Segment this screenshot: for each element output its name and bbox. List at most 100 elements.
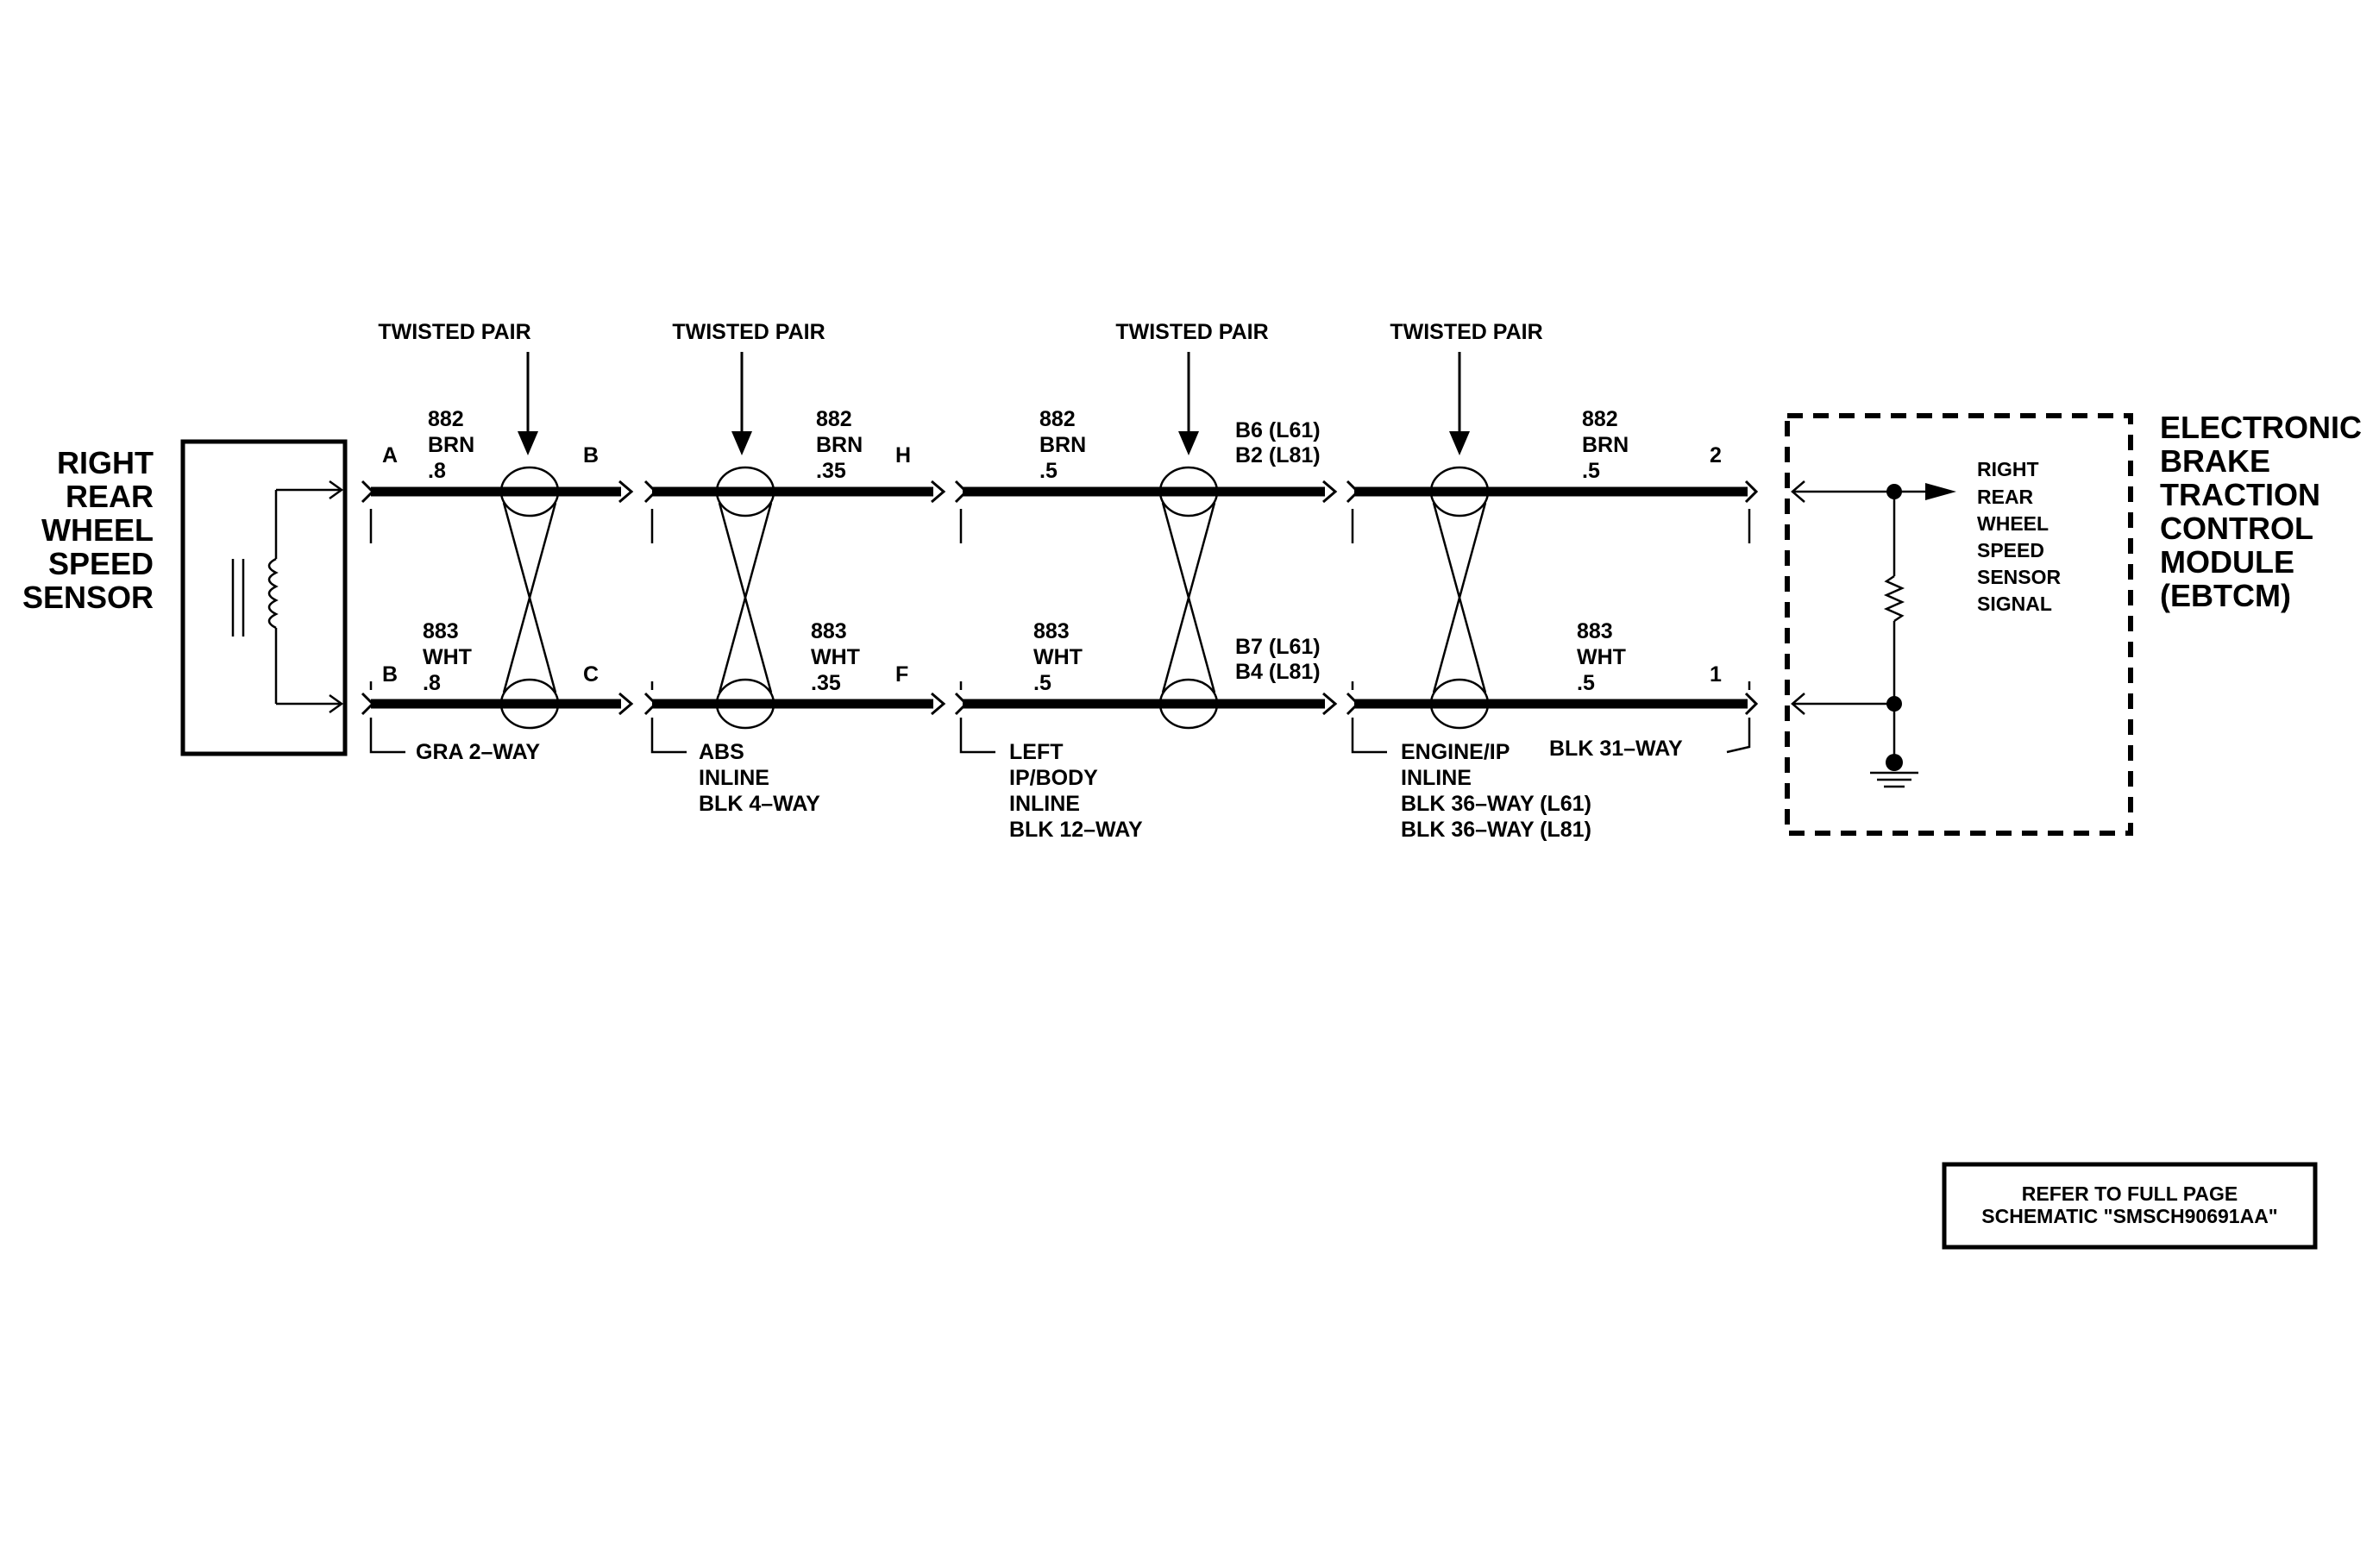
twist-cross [502, 502, 557, 693]
wire-color: BRN [1582, 433, 1629, 457]
pin-label: F [895, 662, 908, 687]
connector-left-icon [361, 692, 375, 716]
sensor-housing [180, 439, 348, 756]
wire-gauge: .5 [1577, 671, 1595, 695]
arrow-head-icon [1449, 431, 1470, 455]
connector-right-icon [931, 480, 946, 504]
wire-circuit: 883 [1033, 619, 1070, 643]
coil-icon [267, 490, 279, 704]
module-title-line: TRACTION [2160, 477, 2320, 512]
sensor-title-line: SPEED [48, 546, 154, 581]
wire-color: BRN [428, 433, 474, 457]
wire-gauge: .5 [1582, 459, 1600, 483]
wire-gauge: .5 [1033, 671, 1051, 695]
pin-label: B4 (L81) [1235, 660, 1321, 684]
module-title-line: ELECTRONIC [2160, 410, 2362, 445]
pin-label: B7 (L61) [1235, 635, 1321, 659]
connector-bracket [650, 718, 687, 754]
ground-dot [1886, 754, 1903, 771]
wire-color: BRN [816, 433, 863, 457]
connector-right-icon [1744, 480, 1759, 504]
connector-name: BLK 36–WAY (L61) [1401, 792, 1591, 816]
sensor-title-line: WHEEL [41, 512, 154, 548]
wire-circuit: 882 [1039, 407, 1076, 431]
signal-label-line: WHEEL [1977, 512, 2049, 535]
pin-label: 2 [1710, 443, 1722, 467]
harness-segment-4: TWISTED PAIR 882 BRN .5 2 883 WHT .5 1 E… [1346, 320, 1759, 842]
arrow-head-icon [731, 431, 752, 455]
module-title-line: BRAKE [2160, 443, 2270, 479]
connector-name: INLINE [699, 766, 769, 790]
module-title-line: MODULE [2160, 544, 2294, 580]
connector-left-icon [1346, 692, 1360, 716]
ebtcm-module: RIGHT REAR WHEEL SPEED SENSOR SIGNAL ELE… [1785, 410, 2362, 836]
arrow-icon [329, 693, 344, 714]
twist-loop [1429, 678, 1490, 730]
twist-cross [1161, 502, 1216, 693]
sensor-title-line: RIGHT [57, 445, 154, 480]
pin-label: A [382, 443, 398, 467]
wire-gauge: .5 [1039, 459, 1058, 483]
connector-bracket [959, 718, 995, 754]
arrow-head-icon [1925, 483, 1956, 500]
connector-right-icon [1322, 692, 1338, 716]
signal-label-line: REAR [1977, 486, 2034, 508]
wire-circuit: 882 [816, 407, 852, 431]
signal-label-line: SENSOR [1977, 566, 2062, 588]
twisted-pair-label: TWISTED PAIR [378, 320, 530, 344]
connector-bracket [1351, 718, 1387, 754]
module-title-line: (EBTCM) [2160, 578, 2291, 613]
connector-name: ENGINE/IP [1401, 740, 1510, 764]
connector-name: BLK 12–WAY [1009, 818, 1143, 842]
wire-gauge: .8 [428, 459, 446, 483]
pin-label: B2 (L81) [1235, 443, 1321, 467]
connector-left-icon [643, 480, 658, 504]
connector-left-icon [643, 692, 658, 716]
connector-name: BLK 4–WAY [699, 792, 820, 816]
pin-label: H [895, 443, 911, 467]
connector-name: GRA 2–WAY [416, 740, 540, 764]
twist-loop [499, 466, 560, 517]
wire-circuit: 883 [1577, 619, 1613, 643]
wire-color: WHT [423, 645, 472, 669]
wire-color: WHT [1033, 645, 1083, 669]
connector-left-icon [954, 480, 969, 504]
twisted-pair-label: TWISTED PAIR [672, 320, 825, 344]
harness-segment-3: TWISTED PAIR 882 BRN .5 B6 (L61) B2 (L81… [954, 320, 1338, 842]
wire-gauge: .35 [816, 459, 846, 483]
twist-loop [1158, 466, 1219, 517]
connector-left-icon [361, 480, 375, 504]
module-housing [1785, 413, 2133, 836]
connector-name: INLINE [1009, 792, 1080, 816]
connector-name: BLK 31–WAY [1549, 737, 1683, 761]
arrow-head-icon [1178, 431, 1199, 455]
wire-circuit: 882 [428, 407, 464, 431]
connector-left-icon [1346, 480, 1360, 504]
connector-name: BLK 36–WAY (L81) [1401, 818, 1591, 842]
reference-box: REFER TO FULL PAGE SCHEMATIC "SMSCH90691… [1942, 1162, 2318, 1250]
connector-bracket [369, 718, 405, 754]
wire-gauge: .35 [811, 671, 841, 695]
wire-gauge: .8 [423, 671, 441, 695]
twist-loop [1429, 466, 1490, 517]
twist-loop [715, 466, 775, 517]
sensor-title-line: REAR [66, 479, 154, 514]
resistor-icon [1883, 574, 1905, 623]
wire-circuit: 883 [811, 619, 847, 643]
pin-label: 1 [1710, 662, 1722, 687]
connector-right-icon [1744, 692, 1759, 716]
connector-right-icon [618, 480, 634, 504]
pin-label: B6 (L61) [1235, 418, 1321, 442]
pin-label: B [382, 662, 398, 687]
signal-label-line: RIGHT [1977, 458, 2039, 480]
arrow-head-icon [518, 431, 538, 455]
connector-right-icon [618, 692, 634, 716]
arrow-icon [1791, 480, 1805, 503]
twist-cross [1432, 502, 1487, 693]
reference-line: REFER TO FULL PAGE [2022, 1182, 2238, 1205]
connector-name: ABS [699, 740, 744, 764]
arrow-icon [329, 480, 344, 500]
reference-line: SCHEMATIC "SMSCH90691AA" [1981, 1205, 2277, 1227]
